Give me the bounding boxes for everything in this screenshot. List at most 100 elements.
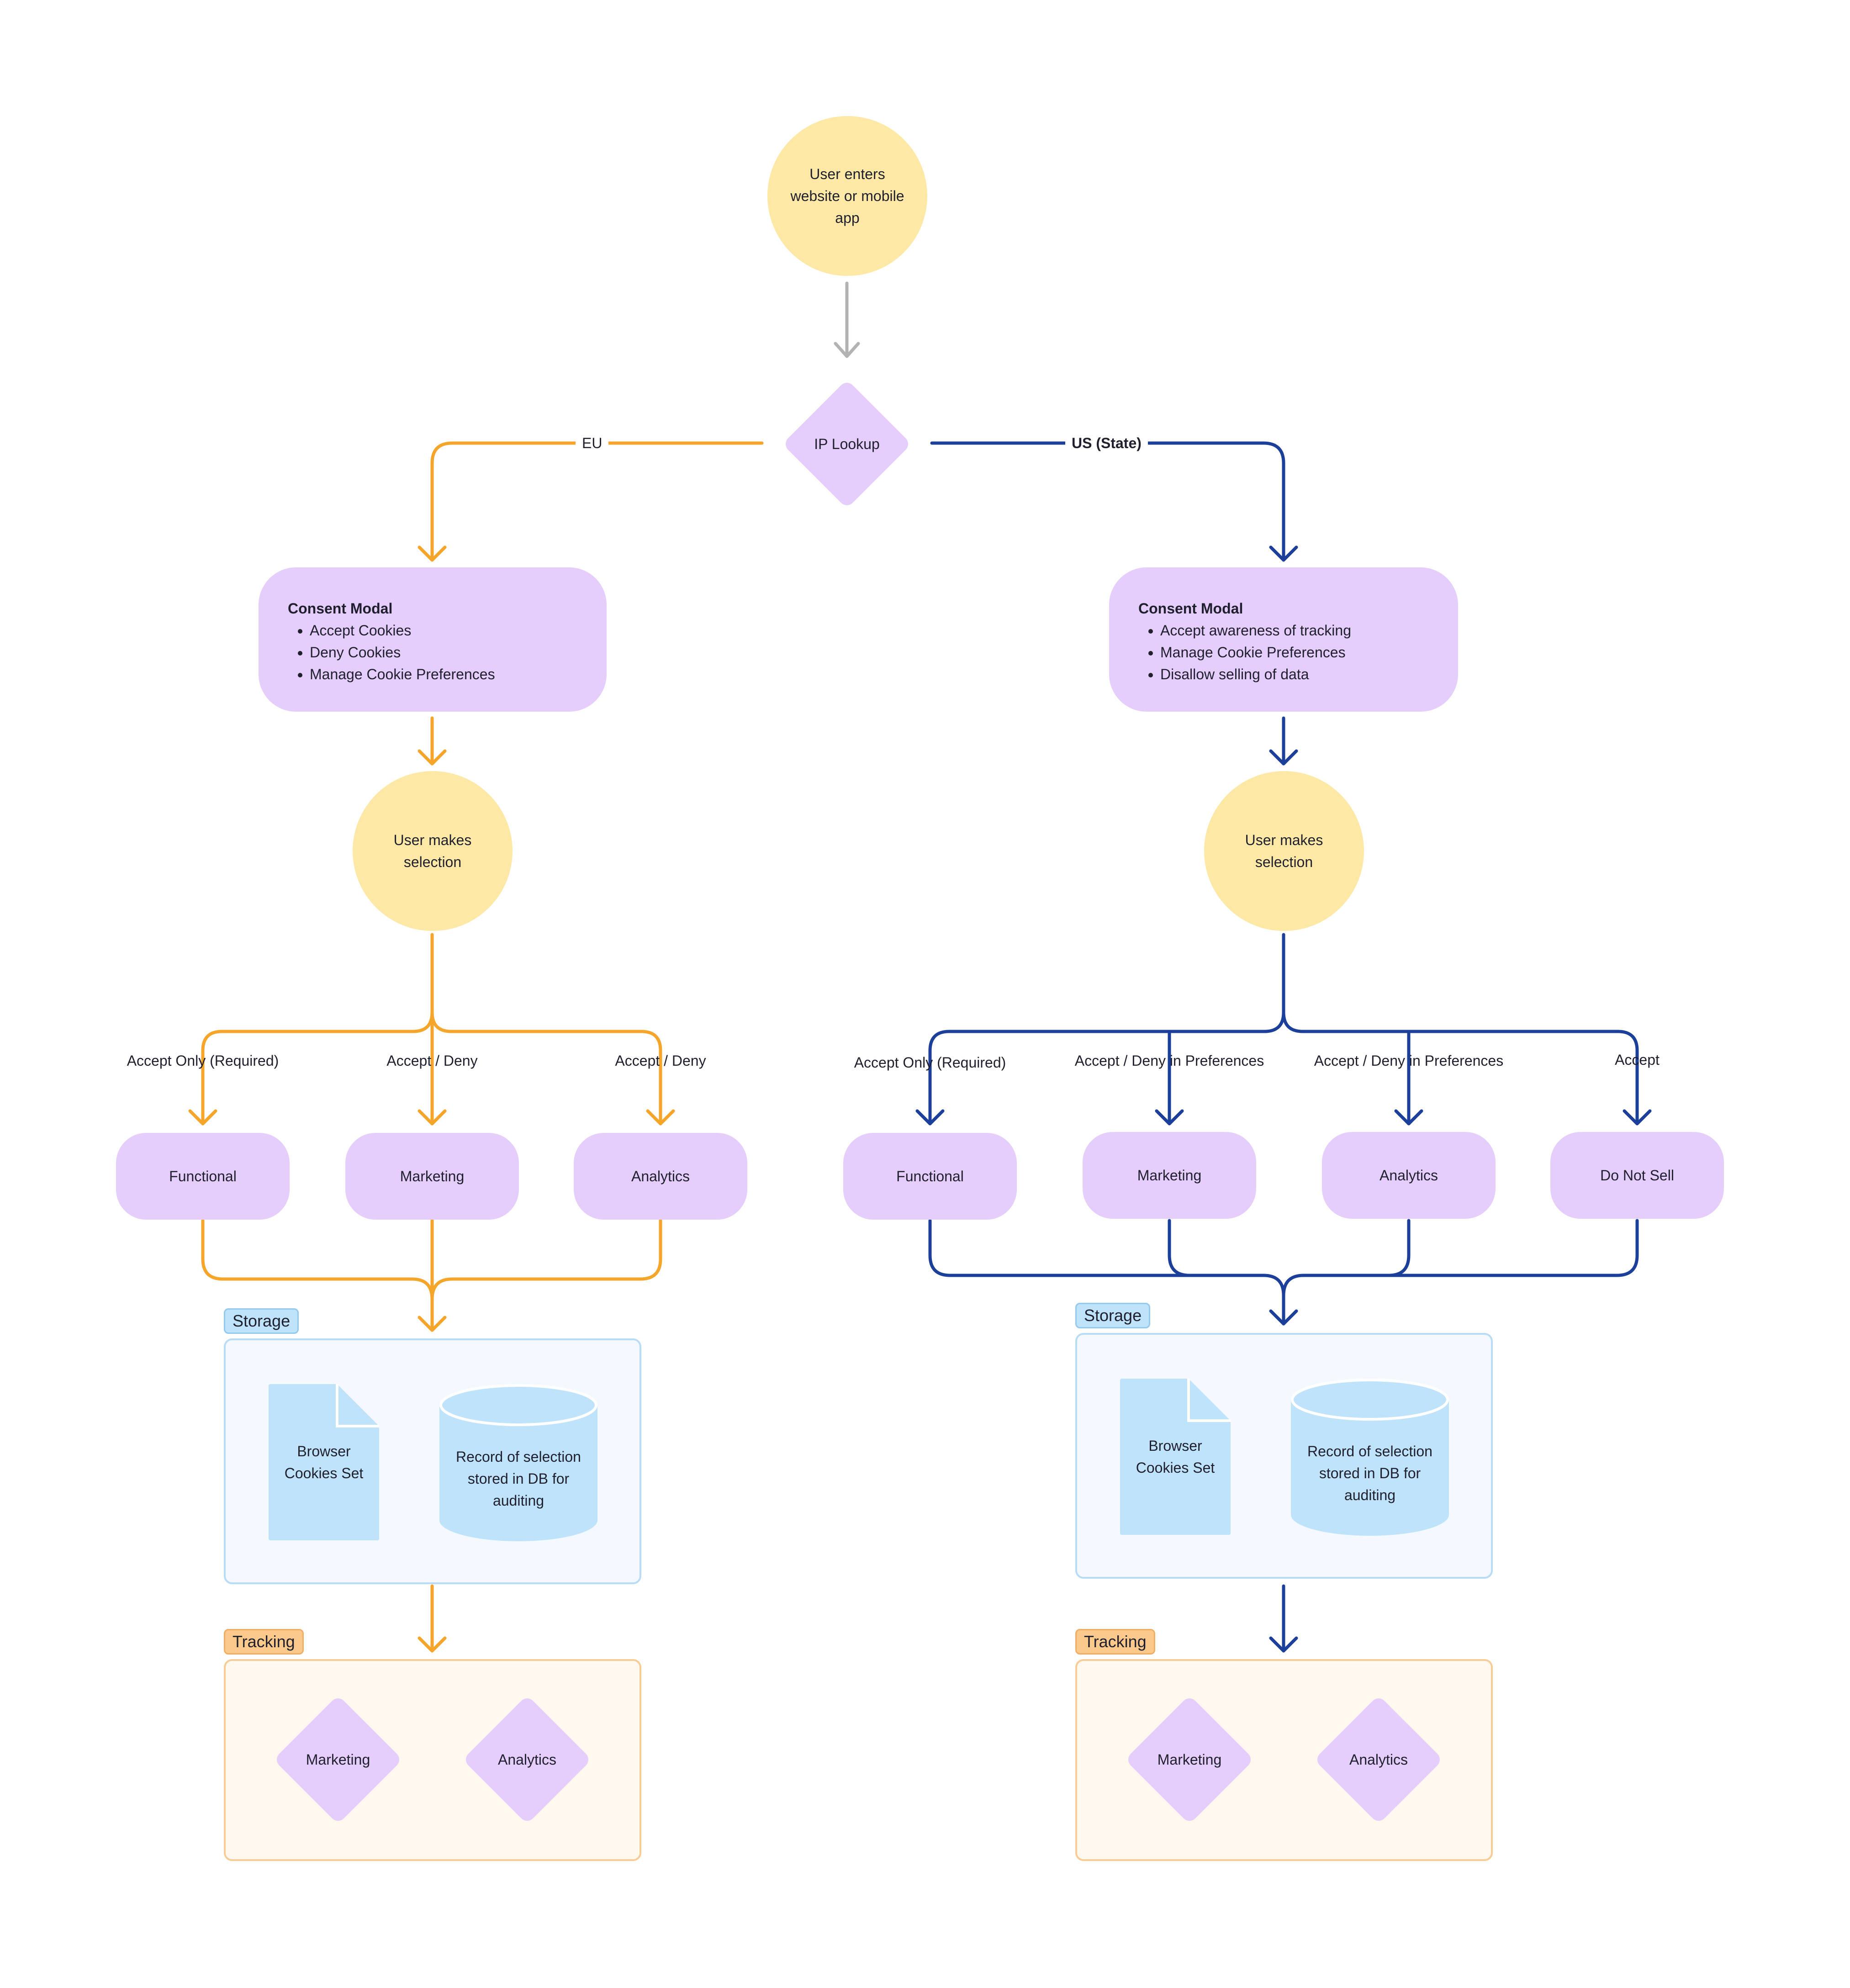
us-consent-option: Disallow selling of data (1160, 663, 1458, 685)
eu-category-functional-label: Functional (169, 1168, 237, 1184)
connector-eu-fan-right (430, 1010, 662, 1126)
eu-tracking-tag: Tracking (224, 1629, 304, 1655)
arrowhead-eu-tracking (418, 1636, 447, 1653)
connector-us-marketing-merge (1168, 1219, 1191, 1277)
us-consent-option: Manage Cookie Preferences (1160, 641, 1458, 663)
us-tracking-marketing: Marketing (1108, 1678, 1271, 1841)
eu-selection-label: User makes selection (393, 832, 472, 870)
eu-branch-label-analytics: Accept / Deny (615, 1052, 706, 1069)
eu-browser-cookies-label: Browser Cookies Set (284, 1443, 364, 1481)
us-category-analytics: Analytics (1322, 1132, 1496, 1219)
arrowhead-eu-analytics (646, 1109, 675, 1126)
eu-db-record-label: Record of selection stored in DB for aud… (456, 1449, 581, 1509)
eu-tracking-marketing-label: Marketing (306, 1751, 370, 1768)
database-icon (1291, 1379, 1449, 1536)
start-node-label: User enters website or mobile app (790, 166, 904, 226)
eu-consent-modal-title: Consent Modal (288, 600, 393, 617)
eu-consent-modal-options: Accept Cookies Deny Cookies Manage Cooki… (288, 619, 607, 685)
database-icon (439, 1384, 597, 1541)
arrowhead-eu-storage (418, 1316, 447, 1332)
eu-storage-tag: Storage (224, 1308, 299, 1334)
us-browser-cookies-file: Browser Cookies Set (1120, 1379, 1231, 1535)
us-consent-option: Accept awareness of tracking (1160, 619, 1458, 641)
arrowhead-ip (834, 342, 860, 358)
file-icon (1120, 1379, 1231, 1535)
arrowhead-us-functional (915, 1109, 945, 1126)
us-category-functional: Functional (843, 1133, 1017, 1220)
connector-us-dns-merge (1282, 1219, 1639, 1297)
start-node: User enters website or mobile app (767, 116, 927, 276)
arrowhead-us-tracking (1269, 1636, 1298, 1653)
us-category-do-not-sell: Do Not Sell (1550, 1132, 1724, 1219)
us-storage-tag: Storage (1075, 1303, 1151, 1328)
arrowhead-us-marketing (1155, 1109, 1184, 1126)
connector-us-fan-right (1282, 1010, 1639, 1126)
eu-category-marketing: Marketing (345, 1133, 519, 1220)
arrowhead-eu-functional (188, 1109, 217, 1126)
connector-eu-fan-left (201, 1010, 434, 1126)
eu-category-analytics: Analytics (574, 1133, 747, 1220)
arrowhead-eu-modal (418, 545, 447, 562)
arrowhead-eu-marketing (418, 1109, 447, 1126)
us-selection-label: User makes selection (1245, 832, 1323, 870)
connector-us-functional-merge (928, 1219, 1285, 1297)
eu-consent-modal: Consent Modal Accept Cookies Deny Cookie… (259, 567, 607, 712)
eu-db-record: Record of selection stored in DB for aud… (439, 1384, 597, 1541)
us-browser-cookies-label: Browser Cookies Set (1136, 1438, 1215, 1476)
eu-tracking-marketing-shape (277, 1698, 399, 1821)
us-tracking-analytics-label: Analytics (1349, 1751, 1408, 1768)
us-db-record: Record of selection stored in DB for aud… (1291, 1379, 1449, 1536)
us-tracking-marketing-shape (1128, 1698, 1251, 1821)
us-db-record-label: Record of selection stored in DB for aud… (1307, 1443, 1432, 1503)
us-branch-label-analytics: Accept / Deny in Preferences (1314, 1052, 1504, 1069)
us-selection-node: User makes selection (1204, 771, 1364, 931)
arrowhead-us-modal (1269, 545, 1298, 562)
eu-branch-label-functional: Accept Only (Required) (127, 1052, 279, 1069)
us-consent-modal: Consent Modal Accept awareness of tracki… (1109, 567, 1458, 712)
eu-category-functional: Functional (116, 1133, 290, 1220)
connector-ip-to-eu-modal (430, 441, 764, 562)
eu-tracking-analytics-label: Analytics (497, 1751, 557, 1768)
arrowhead-us-analytics (1394, 1109, 1423, 1126)
ip-lookup-label: IP Lookup (814, 436, 880, 452)
us-consent-modal-title: Consent Modal (1138, 600, 1243, 617)
arrowhead-eu-selection (418, 749, 447, 766)
us-branch-label-do-not-sell: Accept (1615, 1052, 1660, 1068)
connector-eu-analytics-merge (430, 1219, 662, 1301)
eu-consent-option: Accept Cookies (310, 619, 607, 641)
connector-us-fan-left (928, 1010, 1285, 1126)
eu-selection-node: User makes selection (353, 771, 513, 931)
us-branch-label-marketing: Accept / Deny in Preferences (1074, 1052, 1264, 1069)
eu-branch-label-marketing: Accept / Deny (386, 1052, 478, 1069)
edge-label-us: US (State) (1065, 433, 1148, 453)
us-consent-modal-options: Accept awareness of tracking Manage Cook… (1138, 619, 1458, 685)
arrowhead-us-selection (1269, 749, 1298, 766)
us-tracking-analytics: Analytics (1297, 1678, 1460, 1841)
eu-tracking-marketing: Marketing (257, 1678, 419, 1841)
us-category-do-not-sell-label: Do Not Sell (1600, 1167, 1674, 1184)
file-icon (269, 1384, 379, 1540)
us-tracking-tag: Tracking (1075, 1629, 1155, 1655)
eu-category-marketing-label: Marketing (400, 1168, 465, 1184)
us-category-marketing: Marketing (1083, 1132, 1256, 1219)
eu-category-analytics-label: Analytics (631, 1168, 690, 1184)
eu-browser-cookies-file: Browser Cookies Set (269, 1384, 379, 1540)
us-category-marketing-label: Marketing (1137, 1167, 1202, 1184)
arrowhead-us-storage (1269, 1309, 1298, 1326)
us-tracking-marketing-label: Marketing (1157, 1751, 1222, 1768)
connector-eu-functional-merge (201, 1219, 434, 1301)
connector-us-analytics-merge (1387, 1219, 1411, 1277)
us-category-functional-label: Functional (896, 1168, 964, 1184)
ip-lookup-decision: IP Lookup (766, 363, 928, 525)
eu-consent-option: Deny Cookies (310, 641, 607, 663)
eu-tracking-analytics: Analytics (446, 1678, 608, 1841)
us-category-analytics-label: Analytics (1379, 1167, 1438, 1184)
us-tracking-analytics-shape (1317, 1698, 1440, 1821)
us-branch-label-functional: Accept Only (Required) (854, 1054, 1006, 1071)
edge-label-eu: EU (576, 433, 609, 453)
arrowhead-us-do-not-sell (1623, 1109, 1652, 1126)
eu-tracking-analytics-shape (466, 1698, 588, 1821)
ip-lookup-diamond-shape (786, 383, 908, 505)
